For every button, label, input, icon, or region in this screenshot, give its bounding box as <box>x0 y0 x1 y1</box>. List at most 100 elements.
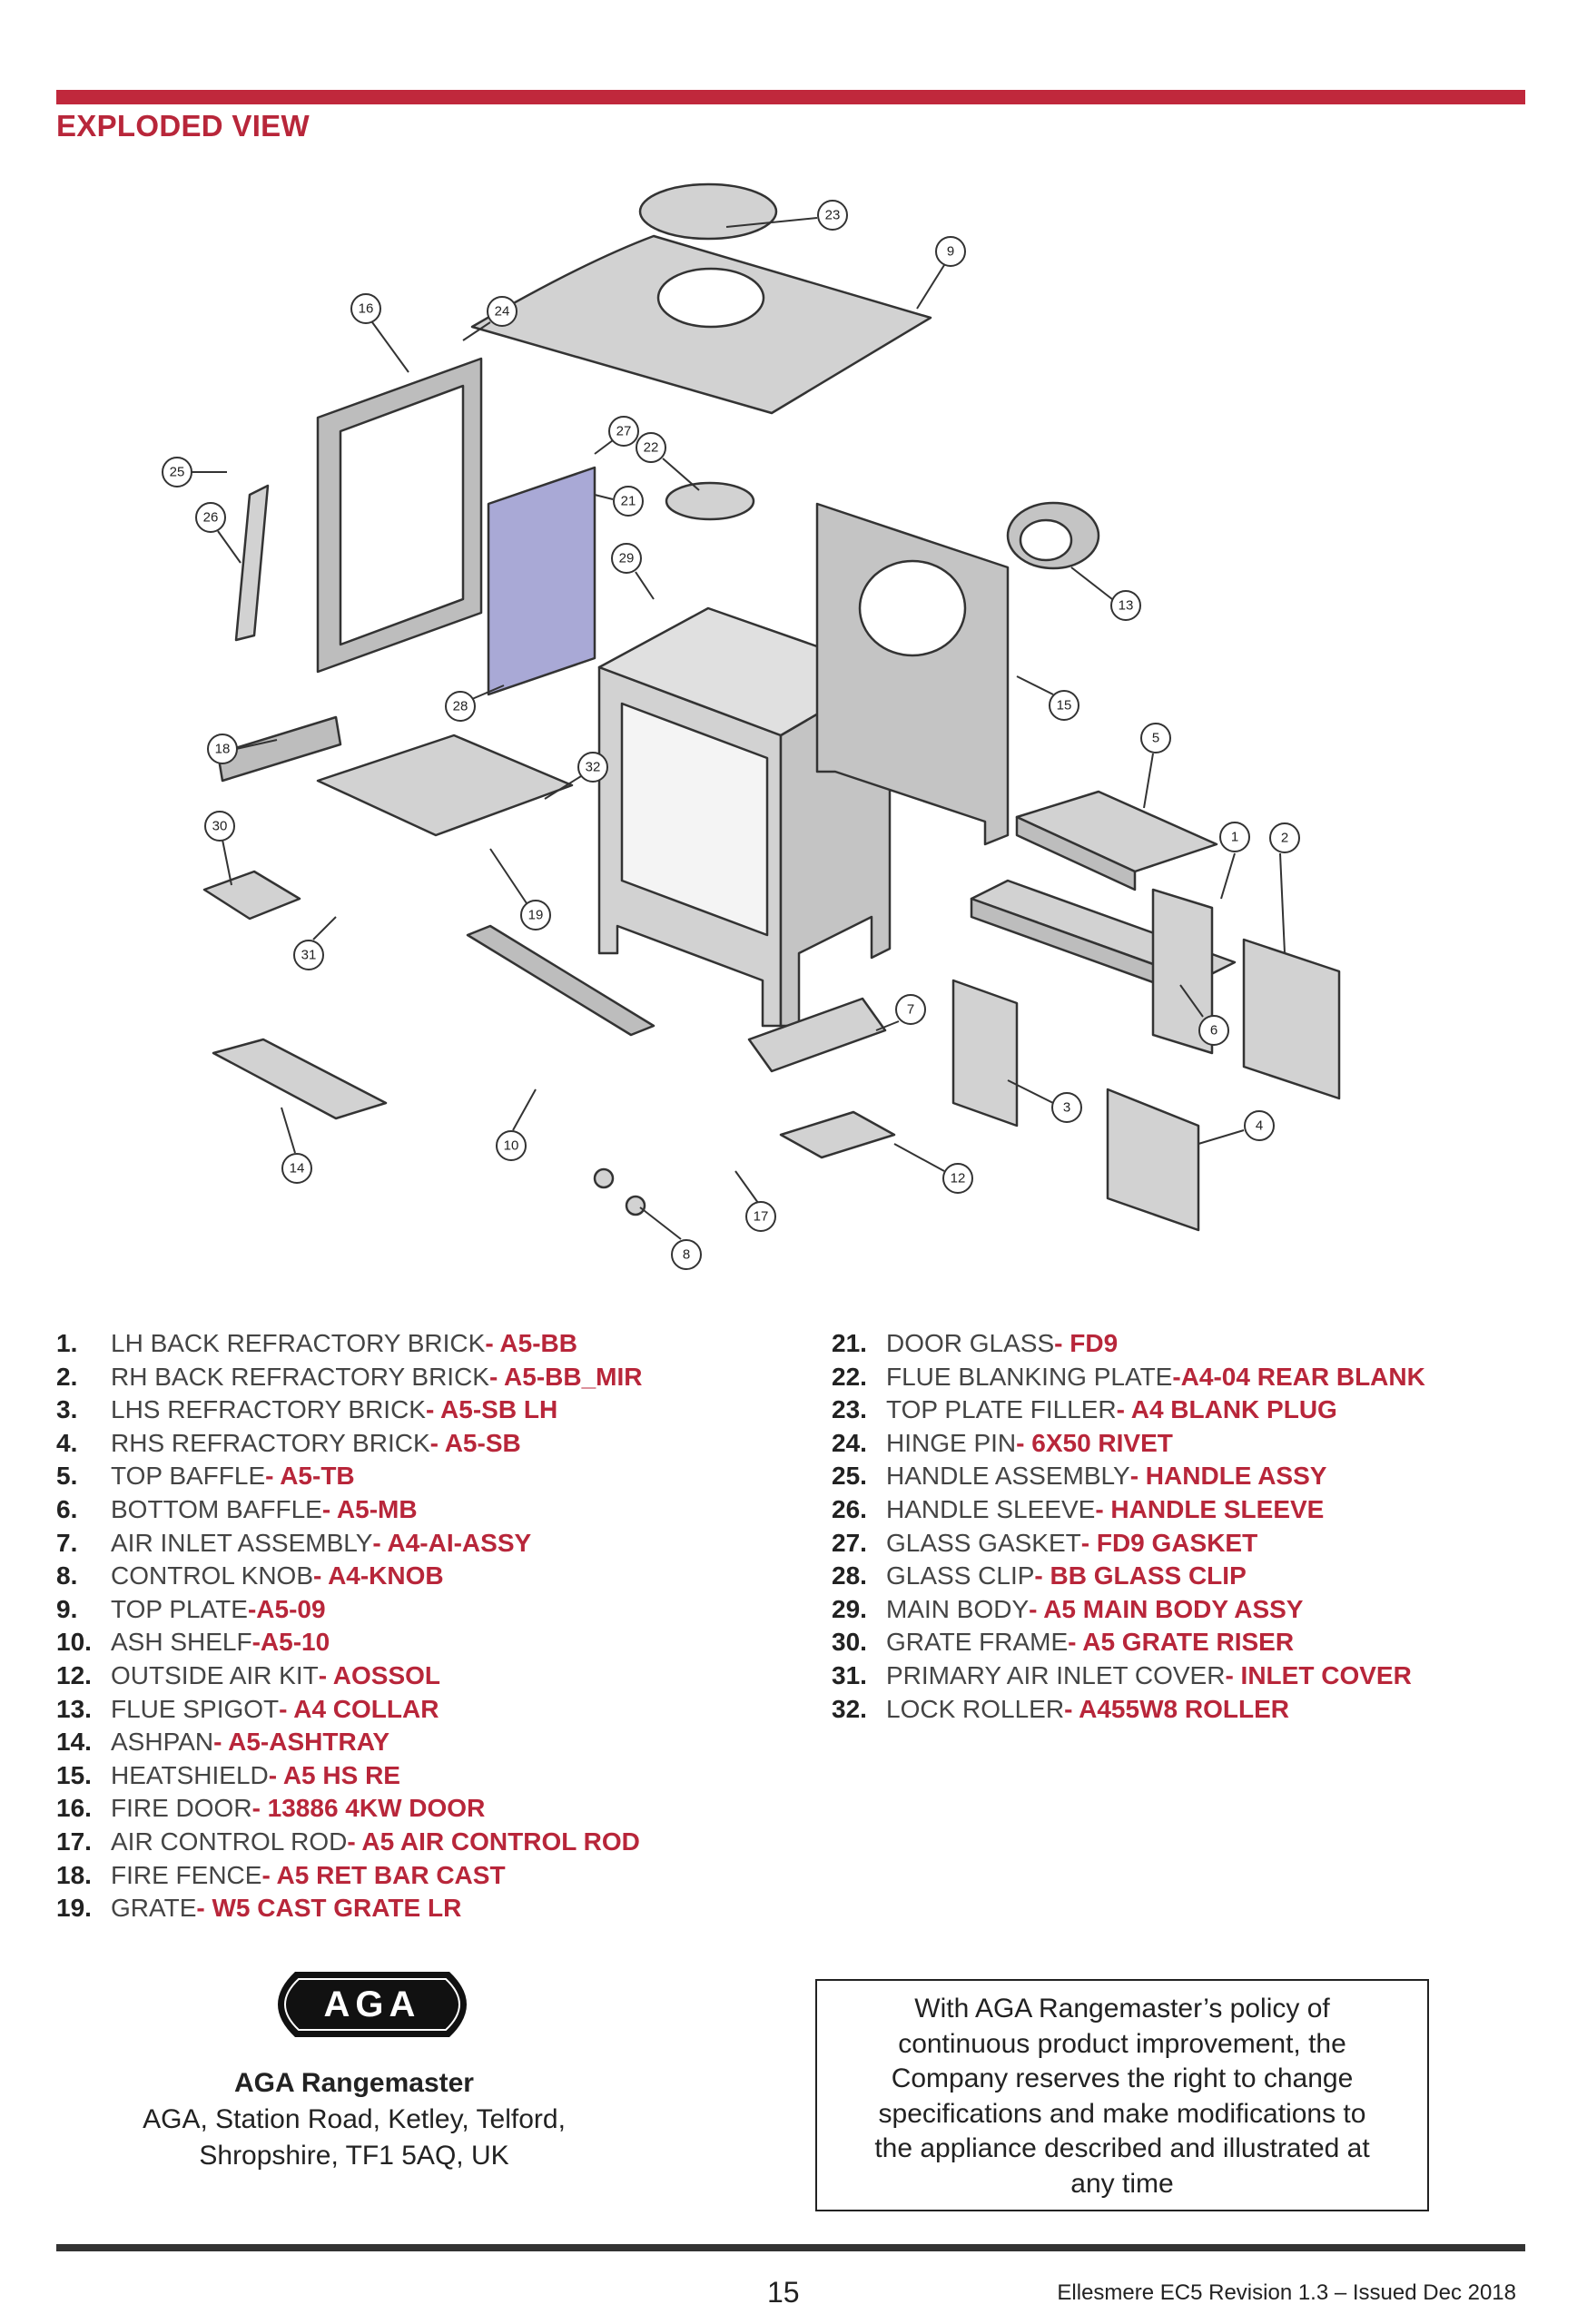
aga-logo: AGA <box>278 1972 467 2037</box>
parts-list-right: 21.DOOR GLASS - FD9 22.FLUE BLANKING PLA… <box>832 1327 1558 1726</box>
callout-2-label: 2 <box>1281 831 1288 846</box>
fire-fence-shape <box>216 715 342 783</box>
notice-line: With AGA Rangemaster’s policy of <box>914 1994 1330 2024</box>
callout-7-label: 7 <box>907 1002 914 1018</box>
handle-shape <box>234 484 270 642</box>
callout-29-label: 29 <box>619 551 635 566</box>
aga-logo-text: AGA <box>324 1984 421 2024</box>
callout-3-label: 3 <box>1063 1100 1070 1116</box>
callout-25 <box>162 457 192 487</box>
callout-4-label: 4 <box>1256 1118 1263 1134</box>
top-baffle-edge <box>1015 815 1137 891</box>
part-row: 16.FIRE DOOR - 13886 4KW DOOR <box>56 1794 486 1823</box>
leader-12 <box>893 1143 945 1172</box>
part-row: 18.FIRE FENCE - A5 RET BAR CAST <box>56 1860 506 1889</box>
notice-line: the appliance described and illustrated … <box>874 2133 1370 2163</box>
part-row: 25.HANDLE ASSEMBLY - HANDLE ASSY <box>832 1462 1327 1491</box>
callout-28-label: 28 <box>453 699 468 714</box>
callout-16 <box>350 293 381 324</box>
leader-29 <box>635 571 655 600</box>
callout-7 <box>895 994 926 1025</box>
notice-line: Company reserves the right to change <box>891 2063 1354 2093</box>
part-row: 5.TOP BAFFLE - A5-TB <box>56 1462 355 1491</box>
company-address: AGA Rangemaster AGA, Station Road, Ketle… <box>91 2065 617 2174</box>
callout-18-label: 18 <box>215 742 231 757</box>
part-row: 13.FLUE SPIGOT - A4 COLLAR <box>56 1694 439 1723</box>
callout-22 <box>636 432 666 463</box>
part-row: 6.BOTTOM BAFFLE - A5-MB <box>56 1494 418 1523</box>
exploded-view-diagram: 23 9 16 24 25 26 27 21 22 29 13 15 5 1 2… <box>162 182 1341 1270</box>
part-row: 10.ASH SHELF -A5-10 <box>56 1628 330 1657</box>
leader-26 <box>217 530 242 564</box>
leader-19 <box>489 848 527 904</box>
callout-27 <box>608 416 639 447</box>
callout-23 <box>817 200 848 231</box>
callout-3 <box>1051 1092 1082 1123</box>
callout-2 <box>1269 822 1300 853</box>
callout-1 <box>1219 822 1250 852</box>
leader-18 <box>235 739 278 750</box>
leader-10 <box>512 1088 537 1131</box>
address-line-2: Shropshire, TF1 5AQ, UK <box>199 2141 509 2171</box>
callout-25-label: 25 <box>170 465 185 480</box>
part-row: 2.RH BACK REFRACTORY BRICK - A5-BB_MIR <box>56 1362 643 1391</box>
part-row: 22.FLUE BLANKING PLATE -A4-04 REAR BLANK <box>832 1362 1425 1391</box>
part-row: 17.AIR CONTROL ROD - A5 AIR CONTROL ROD <box>56 1827 640 1856</box>
part-row: 30.GRATE FRAME - A5 GRATE RISER <box>832 1628 1295 1657</box>
callout-10 <box>496 1130 527 1161</box>
callout-15-label: 15 <box>1057 698 1072 714</box>
leader-6 <box>1179 984 1204 1018</box>
callout-22-label: 22 <box>644 440 659 456</box>
main-body-opening <box>620 702 769 937</box>
leader-28 <box>471 684 505 700</box>
callout-24 <box>487 296 518 327</box>
outside-air-kit-shape <box>779 1110 896 1159</box>
callout-17-label: 17 <box>754 1209 769 1225</box>
notice-line: specifications and make modifications to <box>878 2098 1366 2129</box>
part-row: 26.HANDLE SLEEVE - HANDLE SLEEVE <box>832 1494 1325 1523</box>
address-line-1: AGA, Station Road, Ketley, Telford, <box>143 2104 566 2134</box>
leader-16 <box>371 321 409 373</box>
callout-27-label: 27 <box>616 424 632 439</box>
company-name: AGA Rangemaster <box>234 2068 474 2098</box>
leader-30 <box>222 839 232 886</box>
callout-32-label: 32 <box>586 760 601 775</box>
leader-22 <box>662 458 700 491</box>
part-row: 8.CONTROL KNOB - A4-KNOB <box>56 1561 444 1590</box>
top-plate-flue-hole <box>656 267 765 329</box>
part-row: 15.HEATSHIELD - A5 HS RE <box>56 1760 400 1789</box>
callout-24-label: 24 <box>495 304 510 320</box>
part-row: 3.LHS REFRACTORY BRICK - A5-SB LH <box>56 1395 558 1424</box>
part-row: 31.PRIMARY AIR INLET COVER - INLET COVER <box>832 1660 1412 1689</box>
callout-21 <box>613 486 644 517</box>
notice-line: continuous product improvement, the <box>898 2028 1346 2059</box>
rhs-brick-shape <box>1106 1088 1200 1232</box>
air-inlet-shape <box>747 997 887 1073</box>
callout-14-label: 14 <box>290 1161 305 1177</box>
leader-14 <box>281 1107 296 1154</box>
flue-blanking-plate-shape <box>665 481 755 521</box>
callout-16-label: 16 <box>359 301 374 317</box>
part-row: 21.DOOR GLASS - FD9 <box>832 1329 1119 1357</box>
leader-9 <box>916 264 945 310</box>
part-row: 23.TOP PLATE FILLER - A4 BLANK PLUG <box>832 1395 1337 1424</box>
leader-17 <box>734 1170 759 1204</box>
notice-line: any time <box>1070 2168 1174 2199</box>
callout-19-label: 19 <box>528 908 544 923</box>
callout-21-label: 21 <box>621 494 636 509</box>
leader-8 <box>639 1206 682 1240</box>
leader-15 <box>1016 675 1054 695</box>
leader-32 <box>544 775 582 800</box>
part-row: 9.TOP PLATE -A5-09 <box>56 1594 326 1623</box>
callout-4 <box>1244 1110 1275 1141</box>
callout-17 <box>745 1201 776 1232</box>
heatshield-hole <box>858 559 967 657</box>
grate-shape <box>316 734 574 837</box>
part-row: 19.GRATE - W5 CAST GRATE LR <box>56 1894 462 1923</box>
ashpan-shape <box>212 1038 388 1120</box>
part-row: 27.GLASS GASKET - FD9 GASKET <box>832 1528 1258 1557</box>
part-row: 7.AIR INLET ASSEMBLY - A4-AI-ASSY <box>56 1528 532 1557</box>
fire-door-inner <box>339 384 465 646</box>
callout-5-label: 5 <box>1152 731 1159 746</box>
callout-30-label: 30 <box>212 819 228 834</box>
